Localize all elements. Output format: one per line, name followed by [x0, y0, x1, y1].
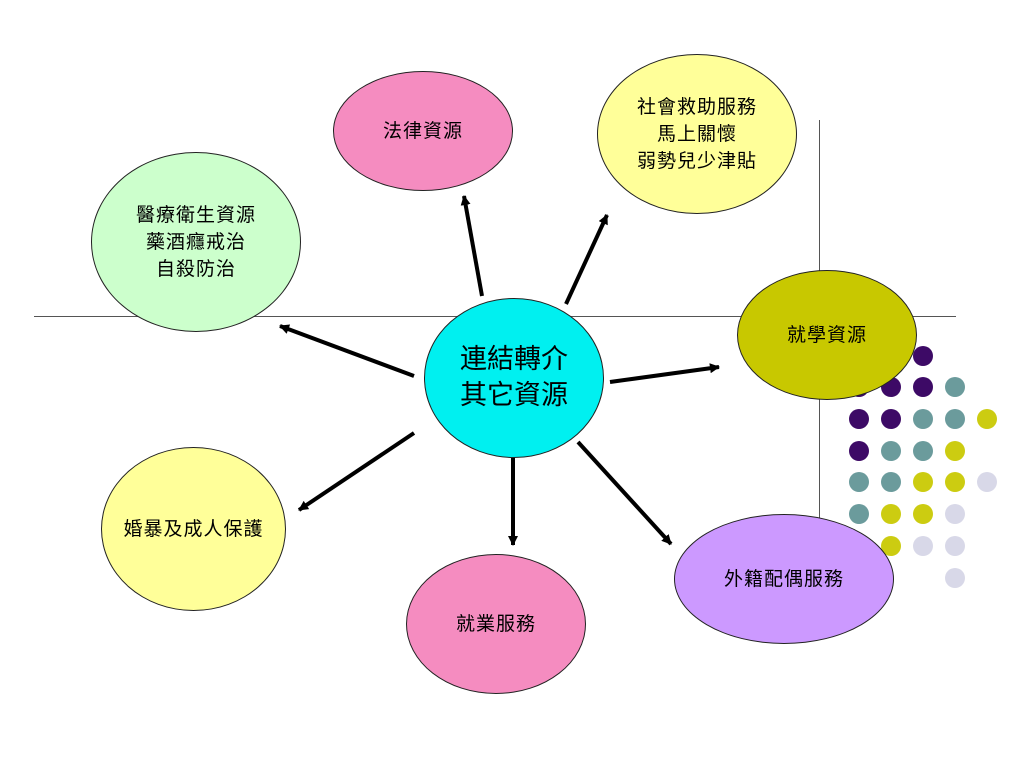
- node-medical-line-1: 醫療衛生資源: [135, 203, 256, 226]
- decorative-dot: [945, 377, 965, 397]
- node-social-assistance: 社會救助服務 馬上關懷 弱勢兒少津貼: [597, 54, 797, 214]
- decorative-dot: [849, 472, 869, 492]
- decorative-dot: [881, 504, 901, 524]
- node-education: 就學資源: [737, 270, 917, 400]
- arrow-to-social-assistance: [564, 214, 609, 305]
- decorative-dot: [849, 441, 869, 461]
- center-line-1: 連結轉介: [460, 344, 568, 375]
- arrow-to-medical: [279, 324, 415, 378]
- node-legal-label: 法律資源: [382, 119, 463, 142]
- decorative-dot: [945, 409, 965, 429]
- decorative-dot: [913, 441, 933, 461]
- decorative-dot: [977, 409, 997, 429]
- arrow-to-protection: [297, 431, 416, 512]
- arrow-to-foreign-spouse: [576, 440, 673, 546]
- decorative-dot: [913, 377, 933, 397]
- decorative-dot: [945, 441, 965, 461]
- decorative-dot: [881, 409, 901, 429]
- decorative-dot: [945, 568, 965, 588]
- decorative-dot: [945, 504, 965, 524]
- node-social-assistance-line-1: 社會救助服務: [636, 95, 757, 118]
- decorative-dot: [977, 472, 997, 492]
- node-center: 連結轉介 其它資源: [424, 298, 604, 458]
- decorative-dot: [913, 346, 933, 366]
- decorative-dot: [849, 409, 869, 429]
- decorative-dot: [913, 472, 933, 492]
- node-social-assistance-line-3: 弱勢兒少津貼: [636, 149, 757, 172]
- arrow-to-legal: [460, 195, 484, 297]
- decorative-dot: [913, 409, 933, 429]
- node-medical-line-3: 自殺防治: [155, 257, 236, 280]
- node-protection: 婚暴及成人保護: [101, 447, 286, 611]
- center-line-2: 其它資源: [460, 380, 568, 411]
- node-foreign-spouse-label: 外籍配偶服務: [723, 567, 844, 590]
- node-employment: 就業服務: [406, 554, 586, 694]
- node-foreign-spouse: 外籍配偶服務: [674, 514, 894, 644]
- node-medical: 醫療衛生資源 藥酒癮戒治 自殺防治: [91, 152, 301, 332]
- decorative-dot: [945, 472, 965, 492]
- node-employment-label: 就業服務: [455, 612, 536, 635]
- decorative-dot: [913, 536, 933, 556]
- arrow-to-education: [609, 363, 720, 384]
- node-education-label: 就學資源: [786, 323, 867, 346]
- decorative-dot: [881, 536, 901, 556]
- node-protection-label: 婚暴及成人保護: [123, 517, 264, 540]
- node-legal: 法律資源: [333, 71, 513, 191]
- decorative-dot: [945, 536, 965, 556]
- decorative-dot: [849, 504, 869, 524]
- node-social-assistance-line-2: 馬上關懷: [656, 122, 737, 145]
- decorative-dot: [913, 504, 933, 524]
- decorative-dot: [881, 472, 901, 492]
- decorative-dot: [881, 441, 901, 461]
- node-medical-line-2: 藥酒癮戒治: [145, 230, 246, 253]
